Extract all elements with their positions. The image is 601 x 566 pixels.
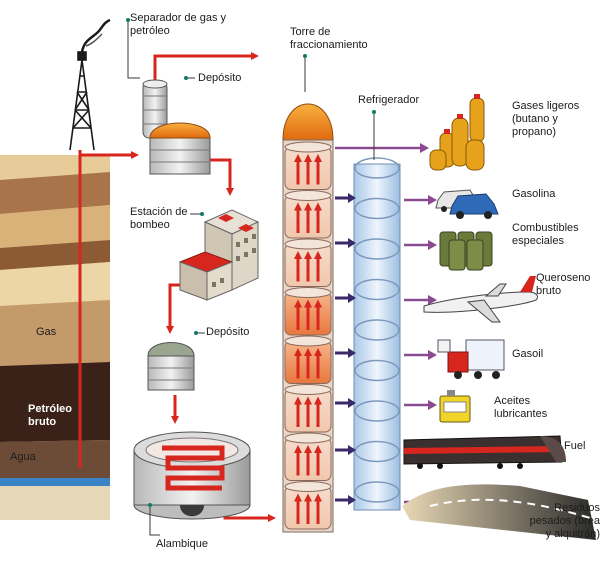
gas-cylinders-icon	[429, 94, 485, 171]
layer-light	[0, 262, 110, 306]
barrels-icon	[439, 231, 493, 271]
tower-stage	[284, 335, 332, 384]
product-arrow	[335, 143, 429, 153]
gas-oil-separator-icon	[142, 79, 168, 139]
cooler-ring	[354, 440, 400, 463]
deposit-tank-middle-icon	[147, 342, 195, 391]
ground-cross-section	[0, 155, 110, 520]
cooler-ring	[354, 319, 400, 341]
tower-stage	[284, 238, 332, 287]
label-product-gases: Gases ligeros (butano y propano)	[512, 100, 580, 138]
label-product-gasoil: Gasoil	[512, 348, 544, 360]
cooler-ring	[354, 481, 400, 503]
tower-stage	[284, 481, 332, 530]
label-layer-oil: Petróleo bruto	[28, 403, 73, 428]
pumping-station-icon	[178, 209, 260, 301]
label-cooler: Refrigerador	[358, 94, 420, 106]
tower-stage	[284, 432, 332, 481]
tower-stage	[284, 384, 332, 433]
label-deposit-mid: Depósito	[206, 326, 250, 338]
cooler-ring	[354, 157, 400, 179]
label-pump-station: Estación de bombeo	[130, 206, 188, 231]
layer-water-band	[0, 478, 110, 486]
cooler-ring	[354, 400, 400, 422]
label-layer-gas: Gas	[36, 326, 57, 338]
product-arrow	[335, 348, 437, 360]
layer-brown-1	[0, 172, 110, 214]
layer-sand	[0, 205, 110, 248]
oil-derrick	[69, 18, 111, 151]
tower-stage	[284, 287, 332, 336]
truck-icon	[437, 339, 505, 379]
cooler-ring	[354, 278, 400, 301]
deposit-tank-top-icon	[149, 122, 211, 175]
label-product-fuel: Fuel	[564, 440, 586, 452]
cooler-ring	[354, 238, 400, 260]
layer-oil	[0, 362, 110, 442]
product-arrow	[335, 238, 437, 250]
product-arrow	[335, 293, 437, 305]
tower-stage	[284, 190, 332, 239]
label-leaders	[126, 18, 376, 536]
tower-stages	[284, 141, 332, 530]
label-product-residues: Residuos pesados (brea y alquitrán)	[529, 502, 600, 540]
still-furnace-icon	[133, 431, 251, 520]
label-still: Alambique	[156, 538, 208, 550]
label-product-gasoline: Gasolina	[512, 188, 556, 200]
layer-bottom	[0, 486, 110, 520]
layer-water	[0, 440, 110, 482]
airplane-icon	[423, 276, 539, 323]
cooler-ring	[354, 359, 400, 382]
layer-brown-2	[0, 240, 110, 270]
product-arrow	[335, 193, 437, 205]
cooler-rings	[354, 157, 400, 503]
label-product-special-fuels: Combustibles especiales	[512, 222, 579, 247]
tower-stage	[284, 141, 332, 190]
train-icon	[403, 435, 566, 469]
cooler-ring	[354, 197, 400, 220]
oil-can-icon	[439, 390, 471, 423]
label-tower: Torre de fraccionamiento	[290, 26, 368, 51]
product-arrow	[335, 398, 437, 410]
label-separator: Separador de gas y petróleo	[130, 12, 227, 37]
label-layer-water: Agua	[10, 451, 36, 463]
road-icon	[402, 484, 596, 540]
cars-icon	[435, 189, 499, 219]
layer-gas	[0, 300, 110, 366]
label-deposit-top: Depósito	[198, 72, 242, 84]
label-product-lubricants: Aceites lubricantes	[494, 395, 548, 420]
label-product-kerosene: Queroseno bruto	[536, 272, 591, 297]
